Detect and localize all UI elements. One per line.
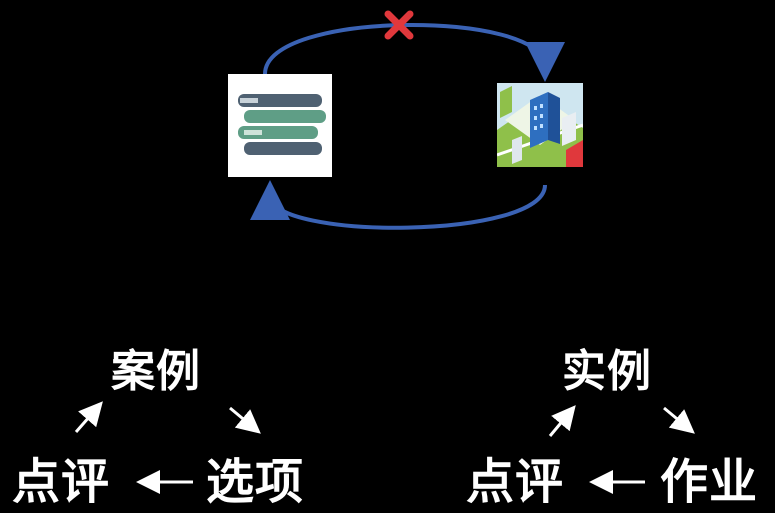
left-arrow-down [229, 406, 261, 434]
left-cycle-bottom-right-label: 选项 [206, 454, 305, 510]
right-cycle-bottom-left-label: 点评 [466, 454, 565, 510]
right-arrow-down [663, 406, 695, 434]
cross-icon [384, 10, 414, 40]
left-cycle-top-label: 案例 [111, 346, 201, 397]
books-stack-icon [228, 74, 332, 177]
bottom-cycle-arrow [250, 180, 547, 230]
right-cycle-bottom-right-label: 作业 [660, 454, 759, 510]
top-cycle-arrow [263, 23, 565, 82]
right-arrow-up [548, 405, 576, 437]
left-arrow-up [74, 401, 103, 433]
city-building-icon [497, 83, 583, 167]
left-cycle-bottom-left-label: 点评 [12, 454, 111, 510]
right-cycle-top-label: 实例 [562, 346, 652, 397]
